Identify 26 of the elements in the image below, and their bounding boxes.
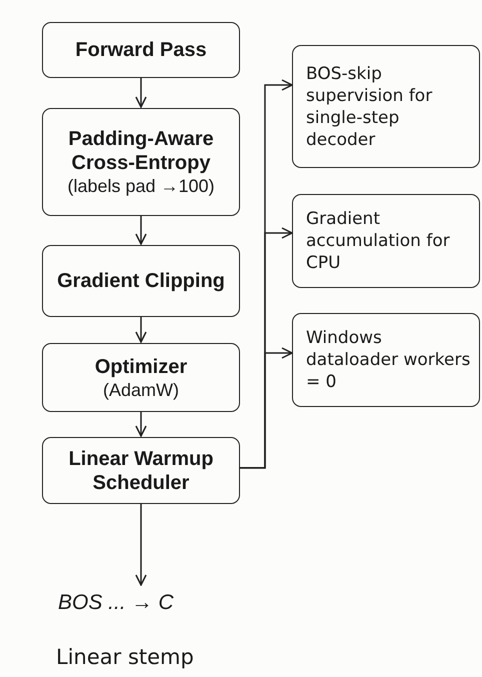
arrow xyxy=(135,317,147,343)
arrow xyxy=(135,78,147,108)
arrow xyxy=(135,504,147,586)
step-title: BOS-skip supervision for single-step decoder xyxy=(306,62,434,150)
step-detail: (AdamW) xyxy=(103,378,179,400)
arrow xyxy=(135,412,147,437)
process-box xyxy=(42,343,240,412)
caption-text: Linear stemp xyxy=(56,645,194,669)
arrow xyxy=(135,216,147,245)
step-title: Optimizer xyxy=(94,354,188,378)
step-detail: (labels pad →100) xyxy=(67,175,215,197)
arrow xyxy=(240,347,293,469)
process-box xyxy=(42,245,240,317)
process-box xyxy=(292,45,480,168)
step-title: Linear Warmup Scheduler xyxy=(68,446,214,494)
step-title: Forward Pass xyxy=(75,38,207,62)
process-box xyxy=(42,22,240,78)
step-title: Windows dataloader workers = 0 xyxy=(306,327,472,393)
sequence-text: BOS ... → C xyxy=(58,591,174,615)
process-box xyxy=(42,437,240,504)
step-title: Padding-Aware Cross-Entropy xyxy=(67,127,215,175)
step-title: Gradient accumulation for CPU xyxy=(306,208,451,274)
process-box xyxy=(292,313,480,407)
step-title: Gradient Clipping xyxy=(57,269,225,293)
process-box xyxy=(42,108,240,216)
process-box xyxy=(292,194,480,288)
